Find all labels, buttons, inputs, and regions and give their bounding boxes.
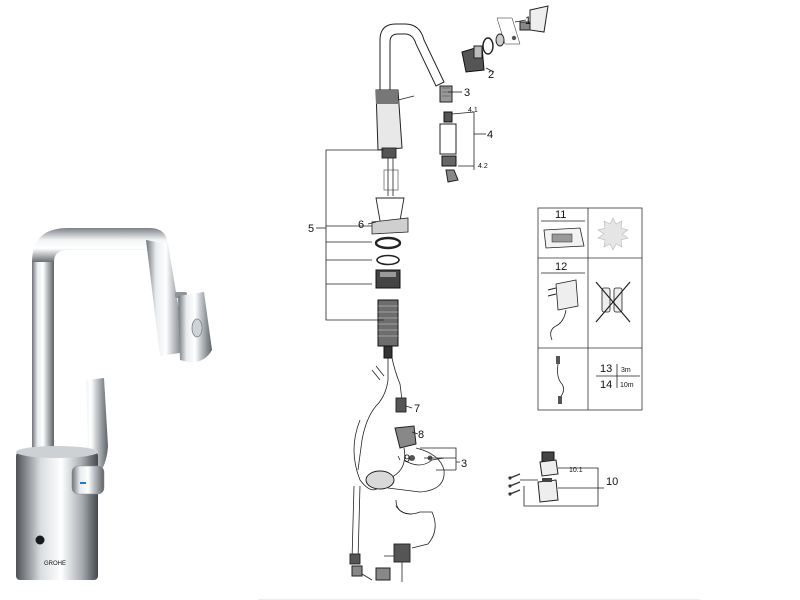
leader-lines bbox=[316, 19, 527, 471]
callout-1: 1 bbox=[525, 15, 531, 27]
spout-parts bbox=[439, 5, 549, 183]
power-adapter-icon bbox=[547, 279, 579, 341]
callout-2: 2 bbox=[488, 69, 494, 81]
thread-coupling bbox=[381, 147, 397, 159]
callout-4: 4 bbox=[487, 129, 493, 141]
gear-sun-icon bbox=[597, 217, 629, 251]
callout-5: 5 bbox=[308, 223, 314, 235]
callout-4-2: 4.2 bbox=[478, 163, 488, 170]
faucet-riser bbox=[32, 262, 54, 462]
infrared-sensor-icon bbox=[35, 535, 45, 545]
battery-box-parts: 10.1 10 bbox=[508, 451, 618, 507]
callout-14: 14 bbox=[600, 379, 612, 391]
cable-length-13: 3m bbox=[621, 367, 631, 374]
callout-13: 13 bbox=[600, 363, 612, 375]
callout-12: 12 bbox=[555, 261, 567, 273]
battery-crossed-icon bbox=[595, 281, 631, 323]
callout-labels: 1 2 3 4.1 4 4.2 5 6 7 8 9 3 bbox=[308, 15, 531, 470]
lever-base bbox=[71, 465, 105, 495]
spray-head-button bbox=[191, 318, 203, 338]
washer-1 bbox=[374, 236, 402, 250]
faucet-arm bbox=[32, 228, 168, 262]
callout-8: 8 bbox=[418, 429, 424, 441]
cable-length-14: 10m bbox=[620, 382, 634, 389]
hose-upper bbox=[387, 158, 394, 196]
faucet-exploded bbox=[349, 23, 445, 582]
callout-7: 7 bbox=[414, 403, 420, 415]
callout-4-1: 4.1 bbox=[468, 107, 478, 114]
hose-clip bbox=[371, 217, 409, 235]
solenoid-connector bbox=[395, 397, 407, 413]
hose-lower bbox=[357, 358, 389, 471]
washer-2 bbox=[376, 254, 400, 266]
spray-head-top bbox=[376, 90, 398, 104]
faucet-spout bbox=[146, 240, 186, 356]
callout-3-bottom: 3 bbox=[461, 458, 467, 470]
battery-box bbox=[537, 479, 559, 503]
cable-icon bbox=[556, 356, 564, 404]
cartridge bbox=[439, 123, 457, 155]
lever-cap bbox=[529, 5, 549, 33]
accessory-panel: 11 12 13 3m bbox=[537, 207, 643, 411]
angle-valve bbox=[393, 543, 411, 563]
hose-loop bbox=[353, 419, 381, 491]
threaded-sleeve bbox=[377, 299, 399, 347]
thermostat-unit bbox=[365, 470, 395, 490]
callout-9: 9 bbox=[404, 453, 410, 465]
connection-hose bbox=[387, 447, 445, 493]
brand-logo: GROHE bbox=[44, 561, 66, 567]
callout-6: 6 bbox=[358, 219, 364, 231]
faucet-body-top bbox=[16, 446, 98, 458]
callout-10: 10 bbox=[606, 476, 618, 488]
callout-10-1: 10.1 bbox=[569, 467, 583, 474]
callout-11: 11 bbox=[555, 209, 566, 221]
faucet-photo: GROHE bbox=[16, 228, 212, 580]
tee-fitting bbox=[394, 425, 417, 449]
callout-3-top: 3 bbox=[464, 87, 470, 99]
hose-end bbox=[439, 85, 453, 103]
temperature-indicator bbox=[80, 482, 86, 484]
